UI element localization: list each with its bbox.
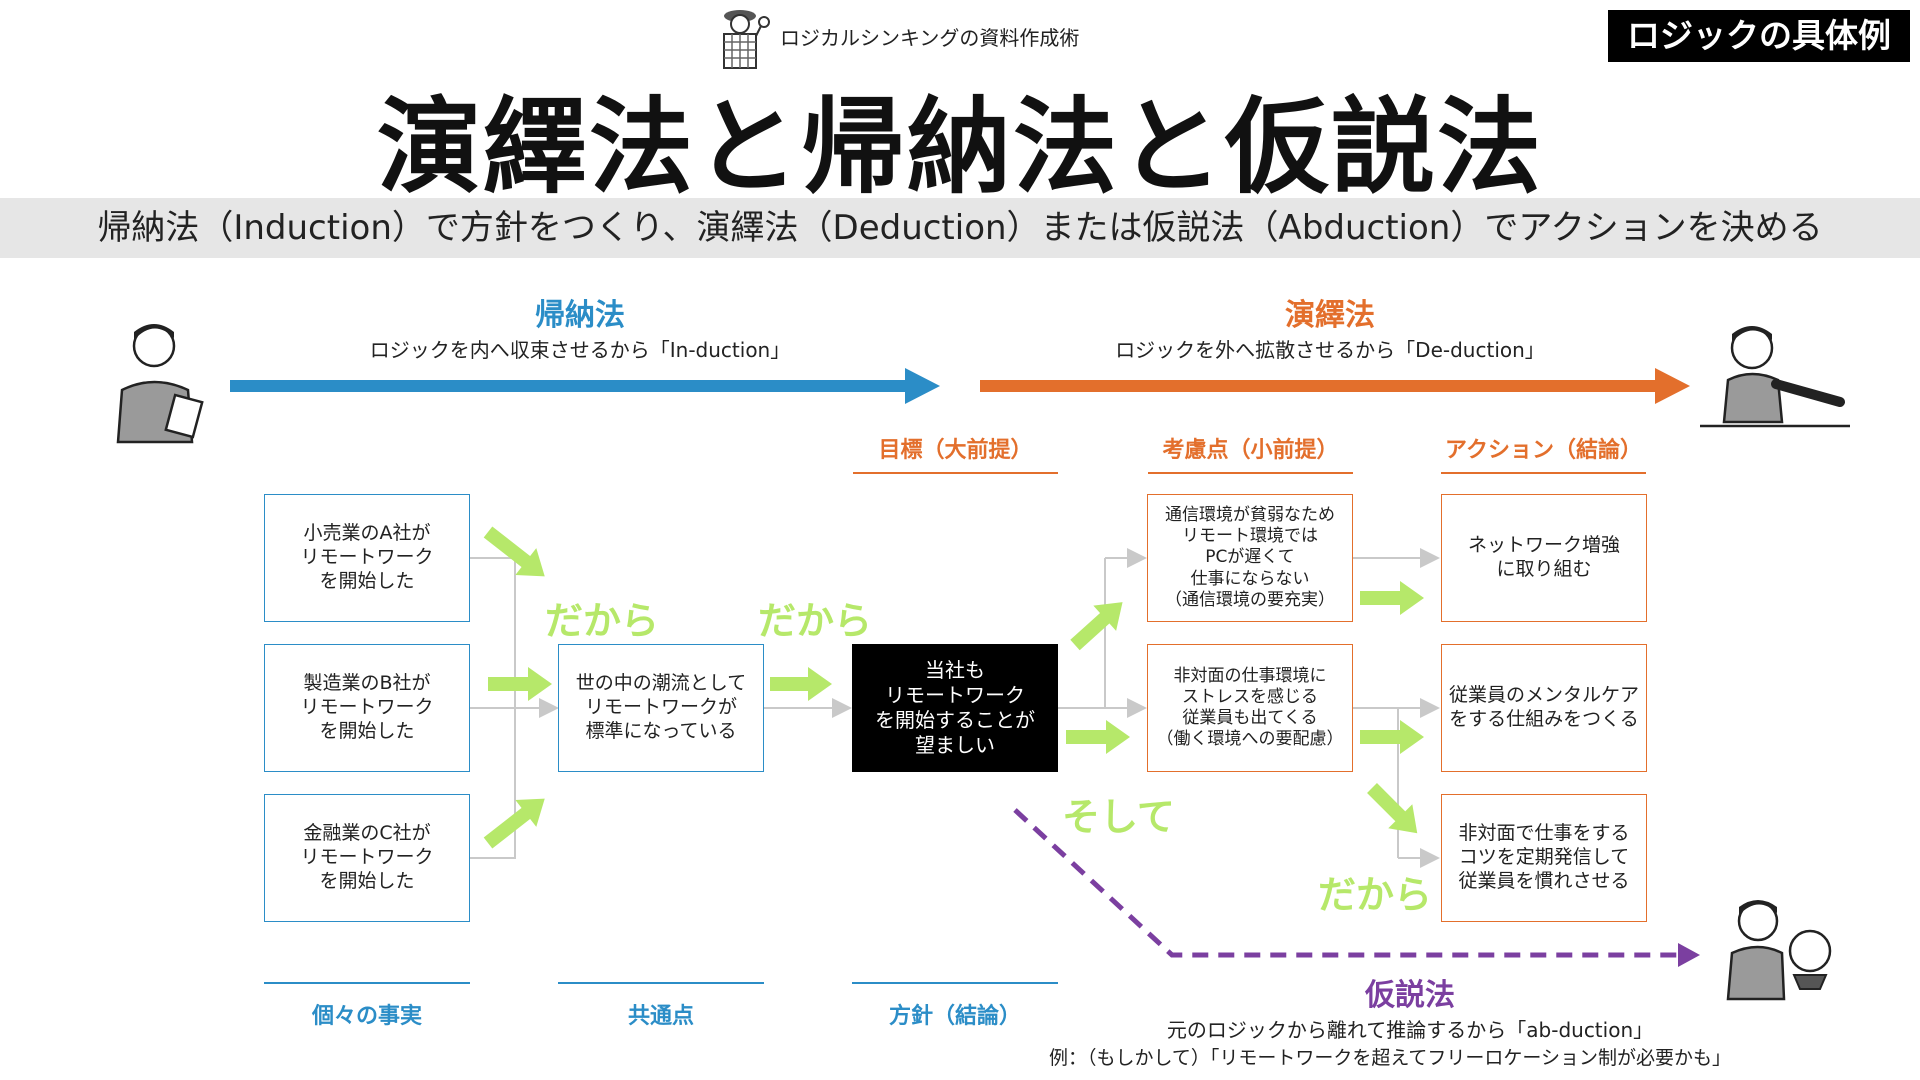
induction-desc: ロジックを内へ収束させるから「In-duction」 xyxy=(369,338,791,362)
deduction-title: 演繹法 xyxy=(1285,298,1375,333)
abduction-example: 例：（もしかして）「リモートワークを超えてフリーロケーション制が必要かも」 xyxy=(1048,1047,1732,1069)
detective-icon xyxy=(712,6,772,72)
fact-box-c: 金融業のC社が リモートワーク を開始した xyxy=(264,794,470,922)
person-taking-notes-icon xyxy=(108,318,208,444)
facts-rule xyxy=(264,982,470,984)
common-point-box: 世の中の潮流として リモートワークが 標準になっている xyxy=(558,644,764,772)
page-subtitle: 帰納法（Induction）で方針をつくり、演繹法（Deduction）または仮… xyxy=(97,208,1823,248)
dakara-label-2: だから xyxy=(758,599,873,643)
common-rule xyxy=(558,982,764,984)
consideration-rule xyxy=(1148,472,1353,474)
action-box-mental-care: 従業員のメンタルケア をする仕組みをつくる xyxy=(1441,644,1647,772)
fact-box-b: 製造業のB社が リモートワーク を開始した xyxy=(264,644,470,772)
soshite-label: そして xyxy=(1062,795,1175,839)
green-flow-arrows xyxy=(483,526,1424,849)
page-title: 演繹法と帰納法と仮説法 xyxy=(376,86,1543,208)
person-pointing-icon xyxy=(1700,322,1850,432)
column-header-consideration: 考慮点（小前提） xyxy=(1162,438,1339,463)
action-rule xyxy=(1441,472,1646,474)
fact-box-a: 小売業のA社が リモートワーク を開始した xyxy=(264,494,470,622)
abduction-desc: 元のロジックから離れて推論するから「ab-duction」 xyxy=(1166,1018,1654,1042)
deduction-arrow xyxy=(980,368,1690,404)
subtitle-band xyxy=(0,198,1920,258)
dakara-label-1: だから xyxy=(545,599,660,643)
consideration-box-stress: 非対面の仕事環境に ストレスを感じる 従業員も出てくる （働く環境への要配慮） xyxy=(1147,644,1353,772)
footer-common: 共通点 xyxy=(627,1004,694,1029)
footer-facts: 個々の事実 xyxy=(311,1004,422,1029)
person-crystal-ball-icon xyxy=(1720,895,1840,1005)
induction-title: 帰納法 xyxy=(535,298,625,333)
deduction-header: 演繹法 ロジックを外へ拡散させるから「De-duction」 xyxy=(1080,290,1580,363)
policy-box: 当社も リモートワーク を開始することが 望ましい xyxy=(852,644,1058,772)
deduction-desc: ロジックを外へ拡散させるから「De-duction」 xyxy=(1115,338,1545,362)
brand-text: ロジカルシンキングの資料作成術 xyxy=(780,26,1080,50)
footer-policy: 方針（結論） xyxy=(888,1004,1021,1029)
consideration-box-network: 通信環境が貧弱なため リモート環境では PCが遅くて 仕事にならない （通信環境… xyxy=(1147,494,1353,622)
abduction-title: 仮説法 xyxy=(1365,978,1455,1013)
goal-rule xyxy=(853,472,1058,474)
action-box-network: ネットワーク増強 に取り組む xyxy=(1441,494,1647,622)
policy-rule xyxy=(852,982,1058,984)
abduction-path xyxy=(1013,808,1700,967)
column-header-action: アクション（結論） xyxy=(1445,438,1642,463)
column-header-goal: 目標（大前提） xyxy=(878,438,1033,463)
abduction-header: 仮説法 元のロジックから離れて推論するから「ab-duction」 例：（もしか… xyxy=(1030,970,1790,1070)
action-box-tips: 非対面で仕事をする コツを定期発信して 従業員を慣れさせる xyxy=(1441,794,1647,922)
logic-example-badge: ロジックの具体例 xyxy=(1608,10,1910,62)
induction-header: 帰納法 ロジックを内へ収束させるから「In-duction」 xyxy=(330,290,830,363)
induction-arrow xyxy=(230,368,940,404)
dakara-label-3: だから xyxy=(1318,873,1433,917)
